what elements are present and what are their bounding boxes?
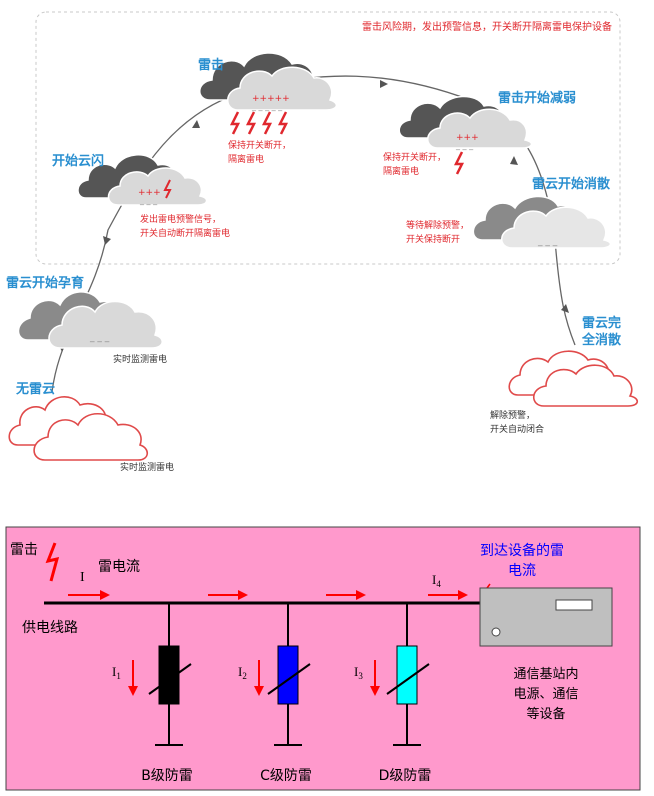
current-arrow-down xyxy=(370,660,380,696)
spd-d xyxy=(386,603,430,746)
cloud-clear-icon xyxy=(508,350,639,407)
current-I3: I3 xyxy=(354,664,363,681)
stage-weakening: 雷击开始减弱 xyxy=(498,90,576,106)
charge-plus: +++++ xyxy=(252,94,290,104)
stage-gone-1: 雷云完 xyxy=(582,315,621,331)
current-arrow-down xyxy=(128,660,138,696)
stage-flash: 开始云闪 xyxy=(52,153,104,169)
current-label: 雷电流 xyxy=(98,559,140,575)
stage-forming: 雷云开始孕育 xyxy=(6,275,84,291)
lightning-icon xyxy=(261,111,273,135)
lightning-icon xyxy=(229,111,241,135)
cloud-forming-icon: _ _ _ xyxy=(17,291,163,349)
c-level-label: C级防雷 xyxy=(260,768,312,784)
device-slot xyxy=(555,599,593,611)
cloud-strike-icon: +++++ _ _ _ _ _ xyxy=(199,52,338,135)
stage-gone-2: 全消散 xyxy=(581,332,622,348)
device-label-1: 通信基站内 xyxy=(513,666,578,682)
charge-minus: _ _ _ xyxy=(537,237,558,247)
note-diss-2: 开关保持断开 xyxy=(406,233,460,245)
lightning-icon xyxy=(45,542,60,582)
note-monitor-1: 实时监测雷电 xyxy=(113,353,167,365)
lightning-icon xyxy=(453,151,465,175)
device-indicator xyxy=(491,627,501,637)
lightning-icon xyxy=(163,179,172,199)
strike-label: 雷击 xyxy=(10,542,38,558)
b-level-label: B级防雷 xyxy=(141,768,193,784)
note-gone-1: 解除预警， xyxy=(490,409,535,421)
charge-minus: _ _ _ xyxy=(139,196,158,205)
cloud-no-thunder-icon xyxy=(8,396,149,461)
current-I4: I4 xyxy=(432,572,441,589)
device-current-1: 到达设备的雷 xyxy=(480,542,564,559)
telecom-device xyxy=(479,587,613,647)
note-weak-2: 隔离雷电 xyxy=(383,165,419,177)
cloud-dissipating-icon: _ _ _ xyxy=(472,195,612,249)
lightning-icon xyxy=(245,111,257,135)
charge-minus: _ _ _ xyxy=(455,141,474,150)
d-level-label: D级防雷 xyxy=(379,768,432,784)
device-label-3: 等设备 xyxy=(526,706,565,722)
path-arrow xyxy=(380,80,388,88)
current-arrows xyxy=(68,590,468,600)
stage-strike: 雷击 xyxy=(198,57,224,73)
note-gone-2: 开关自动闭合 xyxy=(490,423,544,435)
note-monitor-2: 实时监测雷电 xyxy=(120,461,174,473)
spd-c xyxy=(267,603,311,746)
charge-minus: _ _ _ _ _ xyxy=(251,102,283,111)
current-arrow-down xyxy=(254,660,264,696)
note-strike-2: 隔离雷电 xyxy=(228,153,264,165)
cloud-weakening-icon: +++ _ _ _ xyxy=(398,95,533,175)
path-arrow xyxy=(510,156,518,165)
cloud-flash-icon: +++ _ _ _ xyxy=(77,154,208,206)
note-weak-1: 保持开关断开， xyxy=(383,151,446,163)
risk-period-box xyxy=(35,11,621,265)
path-arrow xyxy=(103,236,111,245)
charge-plus: +++ xyxy=(456,133,479,143)
note-flash-1: 发出雷电预警信号， xyxy=(140,213,221,225)
risk-note: 雷击风险期，发出预警信息，开关断开隔离雷电保护设备 xyxy=(362,20,612,33)
note-flash-2: 开关自动断开隔离雷电 xyxy=(140,227,230,239)
spd-panel xyxy=(5,526,641,791)
stage-no-cloud: 无雷云 xyxy=(15,381,55,397)
stage-dissipating: 雷云开始消散 xyxy=(532,176,611,192)
device-current-2: 电流 xyxy=(508,563,536,579)
current-I: I xyxy=(80,570,85,585)
note-diss-1: 等待解除预警， xyxy=(406,219,469,231)
spd-b xyxy=(148,603,192,746)
charge-plus: +++ xyxy=(138,188,161,198)
power-line-label: 供电线路 xyxy=(22,620,78,636)
current-I1: I1 xyxy=(112,664,121,681)
path-arrow xyxy=(561,304,569,313)
note-strike-1: 保持开关断开， xyxy=(228,139,291,151)
path-arrow xyxy=(192,120,200,128)
charge-minus: _ _ _ xyxy=(89,333,110,343)
device-label-2: 电源、通信 xyxy=(513,687,578,702)
lightning-icon xyxy=(277,111,289,135)
current-I2: I2 xyxy=(238,664,247,681)
